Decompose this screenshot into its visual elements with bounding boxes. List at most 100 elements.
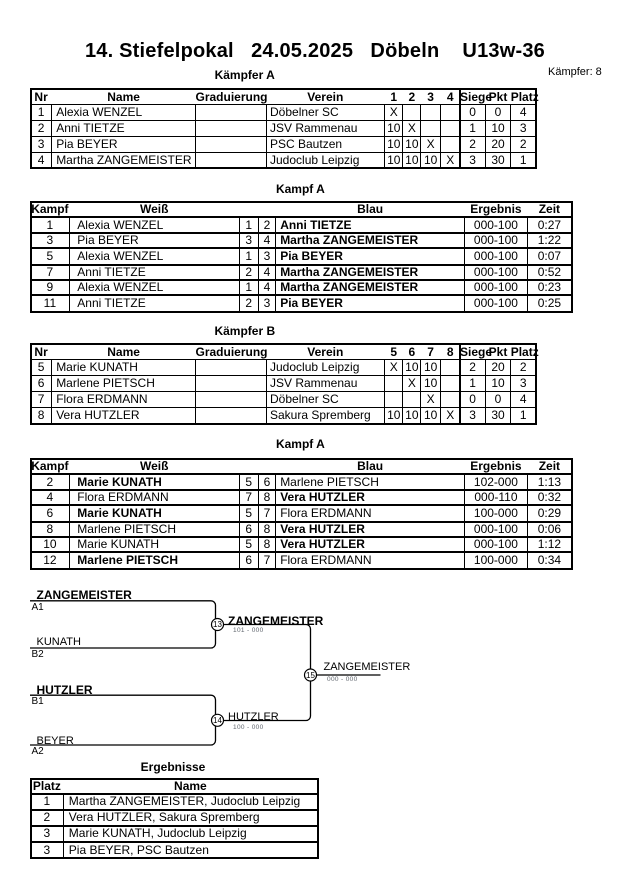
results-name-cell: Vera HUTZLER, Sakura Spremberg: [68, 810, 260, 825]
match-blau-nr-cell: 4: [263, 264, 271, 279]
fighter-verein-cell: Judoclub Leipzig: [270, 152, 360, 167]
fighter-mark-cell: X: [446, 152, 455, 167]
match-result-cell: 000-100: [473, 218, 518, 233]
match-weiss-nr-cell: 1: [245, 218, 253, 233]
table-gridline-v: [275, 218, 277, 312]
match-result-cell: 000-100: [473, 296, 518, 311]
table-gridline-v: [384, 105, 386, 168]
bracket-entry-1-seed: A1: [31, 601, 44, 613]
match-weiss-cell: Alexia WENZEL: [77, 218, 164, 233]
match-blau-nr-cell: 8: [263, 521, 271, 536]
fighter-mark-cell: X: [407, 376, 416, 391]
fighter-mark-cell: X: [389, 360, 398, 375]
fighter-pkt-cell: 10: [491, 120, 505, 135]
table-gridline-h: [31, 263, 571, 266]
fighter-col-header: Nr: [34, 89, 48, 104]
fighter-pkt-cell: 0: [494, 105, 502, 120]
match-weiss-nr-cell: 5: [245, 506, 253, 521]
match-weiss-nr-cell: 2: [245, 264, 253, 279]
bracket-entry-3-seed: B1: [31, 695, 44, 707]
fighter-siege-cell: 1: [469, 376, 476, 391]
match-blau-cell: Flora ERDMANN: [280, 553, 372, 568]
fighter-platz-cell: 1: [519, 408, 527, 423]
match-number-cell: 6: [46, 506, 54, 521]
match-col-header: Kampf: [31, 201, 69, 216]
fighter-col-header: 7: [427, 344, 434, 359]
match-time-cell: 1:22: [537, 233, 562, 248]
match-weiss-cell: Marie KUNATH: [77, 506, 162, 521]
table-gridline-v: [384, 360, 386, 423]
fighter-mark-cell: X: [426, 391, 435, 406]
match-14-winner: HUTZLER: [228, 710, 279, 723]
fighter-verein-cell: Judoclub Leipzig: [270, 360, 360, 375]
table-gridline-h: [31, 390, 535, 392]
table-gridline-v: [195, 105, 196, 168]
table-gridline-h: [31, 232, 571, 235]
fighter-pkt-cell: 0: [494, 391, 502, 406]
table-gridline-v: [257, 475, 259, 569]
table-gridline-v: [238, 475, 240, 569]
results-col-header: Name: [174, 778, 207, 793]
table-gridline-h: [31, 216, 571, 219]
match-col-header: Weiß: [140, 201, 169, 216]
table-gridline-h: [31, 151, 535, 153]
match-blau-cell: Pia BEYER: [280, 296, 343, 311]
fighter-siege-cell: 1: [469, 120, 476, 135]
table-gridline-h: [31, 504, 571, 507]
results-platz-cell: 1: [43, 794, 51, 809]
bracket-line-winner-13: [223, 623, 312, 669]
match-number-cell: 1: [46, 218, 54, 233]
match-14-score: 100 - 000: [233, 723, 264, 731]
match-result-cell: 000-100: [473, 264, 518, 279]
fighter-col-header: 5: [390, 344, 398, 359]
match-number-cell: 11: [43, 296, 57, 311]
fighter-nr-cell: 8: [37, 408, 45, 423]
fighter-col-header: Platz: [510, 344, 539, 359]
match-weiss-nr-cell: 6: [245, 521, 253, 536]
match-blau-nr-cell: 4: [263, 233, 271, 248]
table-gridline-v: [526, 475, 528, 569]
fighter-name-cell: Pia BEYER: [56, 136, 118, 151]
match-time-cell: 0:29: [537, 506, 562, 521]
match-result-cell: 000-100: [473, 280, 518, 295]
fighter-mark-cell: 10: [423, 152, 438, 167]
table-gridline-v: [526, 218, 528, 312]
match-15-number: 15: [306, 670, 315, 680]
table-gridline-h: [31, 247, 571, 250]
results-platz-cell: 3: [43, 842, 51, 857]
match-weiss-nr-cell: 6: [245, 553, 253, 568]
match-blau-nr-cell: 6: [263, 475, 271, 490]
match-blau-cell: Pia BEYER: [280, 249, 343, 264]
fighter-siege-cell: 2: [469, 360, 476, 375]
match-weiss-cell: Pia BEYER: [77, 233, 139, 248]
table-gridline-h: [31, 551, 571, 554]
results-platz-cell: 3: [43, 825, 51, 840]
match-13-winner: ZANGEMEISTER: [228, 614, 324, 628]
section-heading-ergebnisse: Ergebnisse: [140, 759, 206, 774]
match-blau-cell: Vera HUTZLER: [280, 537, 365, 552]
table-gridline-h: [31, 119, 535, 121]
table-gridline-h: [31, 793, 317, 796]
table-gridline-v: [62, 795, 64, 858]
fighter-col-header: Nr: [34, 344, 48, 359]
match-weiss-nr-cell: 2: [245, 296, 253, 311]
section-heading-kampf-a-1: Kampf A: [275, 181, 325, 196]
match-13-circle: [210, 617, 225, 632]
table-gridline-v: [420, 360, 422, 423]
fighter-col-header: Verein: [307, 89, 344, 104]
table-gridline-v: [257, 218, 259, 312]
results-name-cell: Marie KUNATH, Judoclub Leipzig: [68, 825, 247, 840]
match-col-header: Blau: [357, 201, 384, 216]
fighter-mark-cell: X: [426, 136, 435, 151]
fighter-platz-cell: 3: [519, 120, 527, 135]
fighter-col-header: 3: [427, 89, 434, 104]
table-gridline-h: [31, 279, 571, 282]
table-gridline-v: [51, 105, 53, 168]
table-gridline-h: [31, 520, 571, 523]
fighter-platz-cell: 1: [519, 152, 527, 167]
match-blau-nr-cell: 8: [263, 490, 271, 505]
match-col-header: Zeit: [538, 201, 561, 216]
